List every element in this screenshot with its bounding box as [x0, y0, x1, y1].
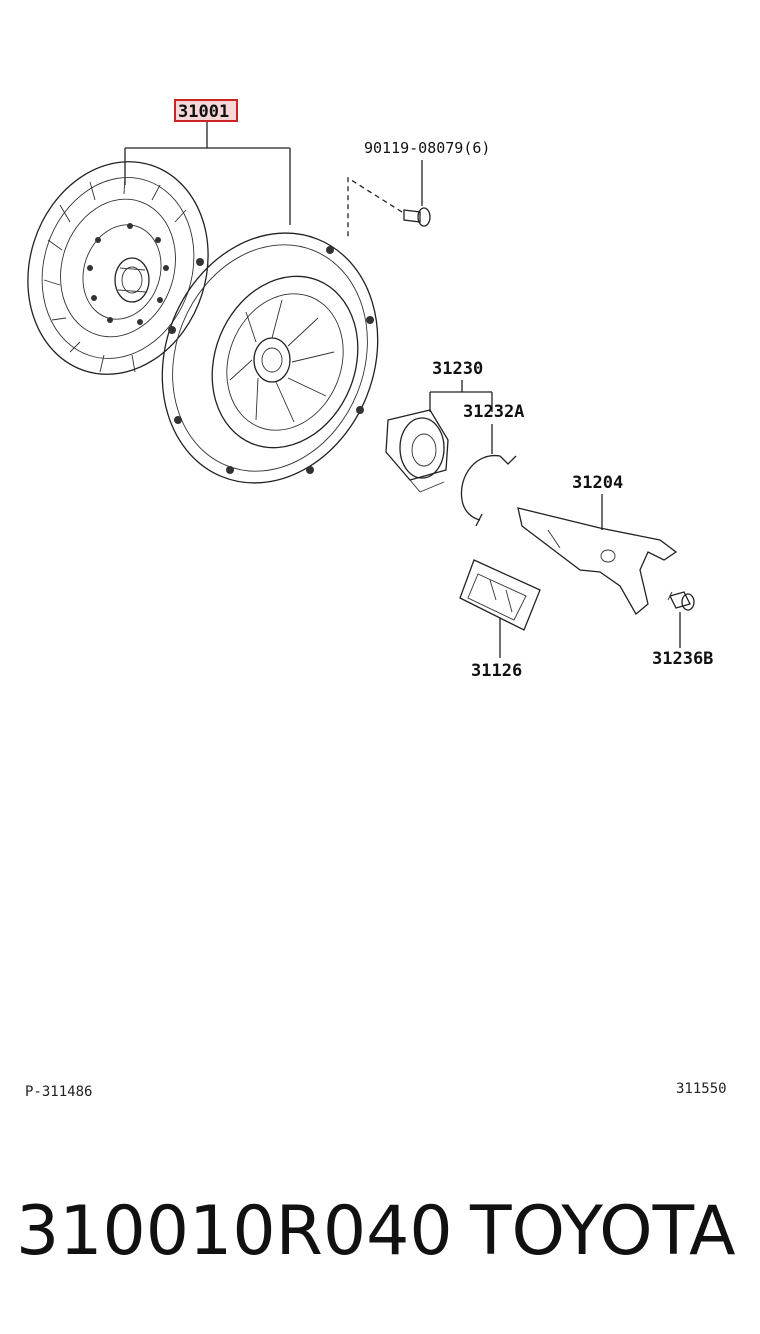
highlight-box-31001	[174, 99, 238, 122]
clutch-disc	[27, 161, 209, 375]
diagram-ref-right: 311550	[676, 1081, 727, 1097]
bearing-clip	[460, 455, 517, 527]
leader-bolt-dashed	[347, 176, 403, 240]
pivot-stud	[667, 591, 695, 611]
callout-31232A: 31232A	[463, 402, 524, 422]
callout-31230: 31230	[432, 359, 483, 379]
clutch-cover	[161, 232, 379, 484]
parts-diagram: 31001	[27, 99, 713, 681]
release-bearing	[385, 409, 449, 493]
callout-90119-08079: 90119-08079(6)	[364, 139, 490, 157]
caption-brand: TOYOTA	[470, 1192, 736, 1271]
caption: 310010R040 TOYOTA	[0, 1180, 760, 1290]
diagram-ref-left: P-311486	[25, 1084, 93, 1100]
callout-31126: 31126	[471, 661, 522, 681]
callout-31236B: 31236B	[652, 649, 713, 669]
caption-part-number: 310010R040	[16, 1192, 453, 1271]
bolt-90119-08079	[403, 207, 431, 227]
release-fork	[517, 507, 678, 615]
fork-boot	[459, 559, 541, 631]
leader-31230	[429, 380, 493, 412]
callout-31001: 31001	[178, 102, 229, 122]
leader-31001	[124, 122, 291, 225]
callout-31204: 31204	[572, 473, 623, 493]
